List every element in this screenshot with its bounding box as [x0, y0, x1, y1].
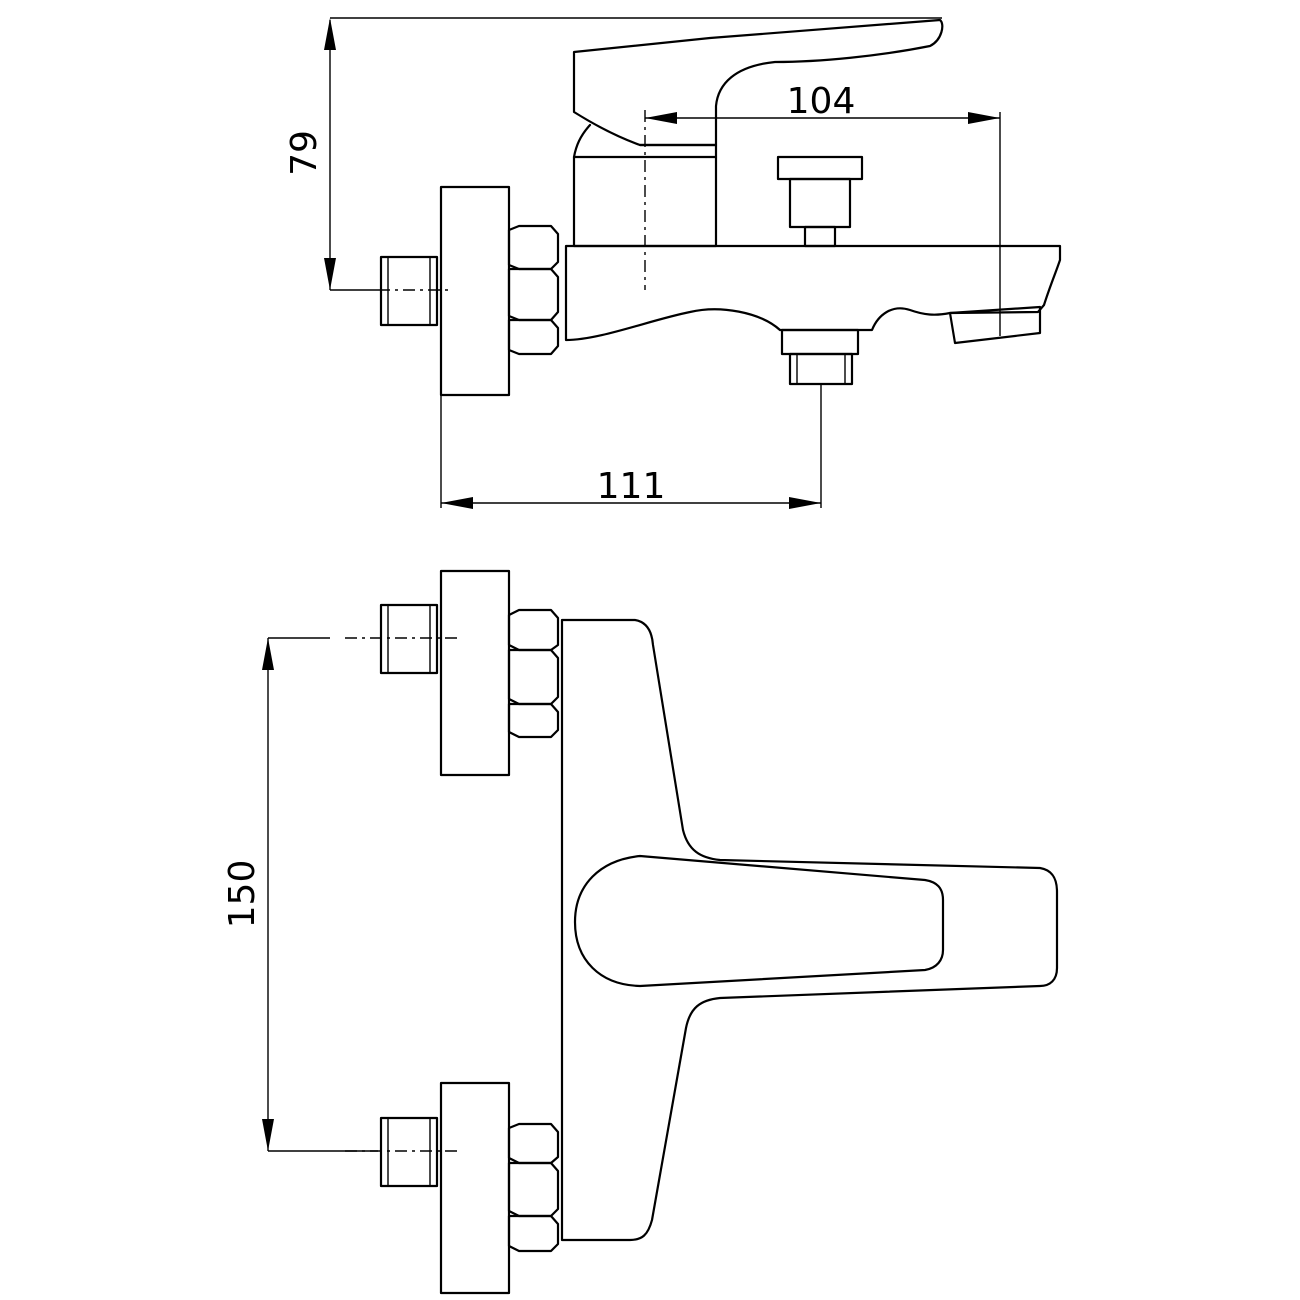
side-view: 79 104 111 — [284, 17, 1062, 509]
front-view: 150 — [222, 569, 1059, 1295]
front-upper-inlet — [379, 569, 560, 777]
side-spout-tip — [948, 305, 1042, 345]
dimension-79: 79 — [284, 17, 942, 291]
side-shower-outlet — [780, 328, 860, 386]
side-faucet-body — [564, 244, 1062, 342]
dimension-111: 111 — [440, 384, 822, 509]
dimension-104: 104 — [645, 81, 1001, 336]
dimension-111-label: 111 — [597, 466, 666, 507]
front-lever-handle — [573, 854, 945, 988]
side-hex-nut — [507, 224, 560, 356]
dimension-104-label: 104 — [787, 81, 856, 122]
front-lower-inlet — [379, 1081, 560, 1295]
dimension-79-label: 79 — [284, 130, 325, 176]
front-faucet-body — [560, 618, 1059, 1242]
side-lever-handle — [572, 18, 944, 147]
side-diverter-knob — [776, 155, 864, 248]
dimension-150-label: 150 — [222, 860, 263, 929]
dimension-150: 150 — [222, 637, 378, 1152]
side-inlet-thread — [379, 255, 439, 327]
side-wall-flange — [439, 185, 511, 397]
